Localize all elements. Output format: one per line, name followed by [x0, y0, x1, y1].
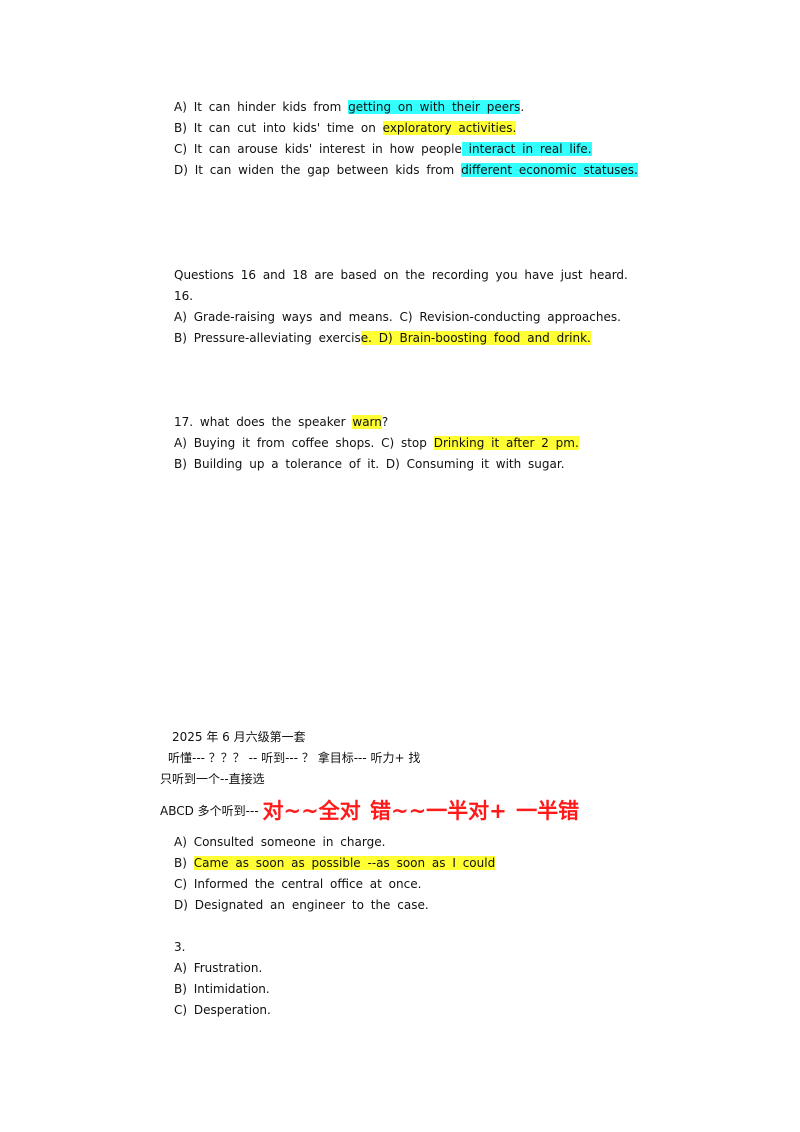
option-text: A) Buying it from coffee shops. C) stop	[174, 436, 434, 450]
option-a-c-16: A) Grade-raising ways and means. C) Revi…	[174, 310, 621, 324]
option-c-prev: C) It can arouse kids' interest in how p…	[174, 141, 592, 157]
option-c-2: C) Informed the central office at once.	[174, 877, 422, 891]
notes-line-3: ABCD 多个听到--- 对~~全对 错~~一半对+ 一半错	[160, 801, 579, 822]
option-d-prev: D) It can widen the gap between kids fro…	[174, 162, 638, 178]
highlight-cyan: interact in real life.	[461, 142, 592, 156]
option-a-prev: A) It can hinder kids from getting on wi…	[174, 99, 524, 115]
option-a-c-17: A) Buying it from coffee shops. C) stop …	[174, 435, 579, 451]
option-a-2: A) Consulted someone in charge.	[174, 835, 386, 849]
question-17: 17. what does the speaker warn?	[174, 414, 388, 430]
option-text: B) Pressure-alleviating exercis	[174, 331, 361, 345]
highlight-yellow: Came as soon as possible --as soon as I …	[193, 856, 496, 870]
option-text: D) It can widen the gap between kids fro…	[174, 163, 462, 177]
highlight-yellow: e. D) Brain-boosting food and drink.	[360, 331, 591, 345]
option-b-2: B) Came as soon as possible --as soon as…	[174, 855, 496, 871]
option-b-d-16: B) Pressure-alleviating exercise. D) Bra…	[174, 330, 591, 346]
question-text: ?	[381, 415, 389, 429]
option-text: B) It can cut into kids' time on	[174, 121, 383, 135]
highlight-yellow: Drinking it after 2 pm.	[433, 436, 579, 450]
option-b-prev: B) It can cut into kids' time on explora…	[174, 120, 517, 136]
question-text: 17. what does the speaker	[174, 415, 353, 429]
option-text: A) It can hinder kids from	[174, 100, 349, 114]
option-d-2: D) Designated an engineer to the case.	[174, 898, 429, 912]
option-text: B)	[174, 856, 194, 870]
question-number-3: 3.	[174, 940, 186, 954]
option-text: .	[520, 100, 525, 114]
option-b-d-17: B) Building up a tolerance of it. D) Con…	[174, 457, 565, 471]
highlight-yellow: warn	[352, 415, 382, 429]
option-a-3: A) Frustration.	[174, 961, 263, 975]
question-number-16: 16.	[174, 289, 194, 303]
questions-intro: Questions 16 and 18 are based on the rec…	[174, 268, 628, 282]
highlight-cyan: getting on with their peers	[348, 100, 521, 114]
option-text: C) It can arouse kids' interest in how p…	[174, 142, 462, 156]
notes-text: ABCD 多个听到---	[160, 804, 263, 818]
option-c-3: C) Desperation.	[174, 1003, 271, 1017]
red-emphasis-note: 对~~全对 错~~一半对+ 一半错	[262, 799, 580, 823]
highlight-cyan: different economic statuses.	[461, 163, 638, 177]
notes-line-1: 听懂--- ？？？ -- 听到--- ？ 拿目标--- 听力+ 找	[168, 751, 421, 765]
option-b-3: B) Intimidation.	[174, 982, 270, 996]
notes-line-2: 只听到一个--直接选	[160, 772, 265, 786]
highlight-yellow: exploratory activities.	[382, 121, 517, 135]
notes-title: 2025 年 6 月六级第一套	[172, 730, 306, 744]
